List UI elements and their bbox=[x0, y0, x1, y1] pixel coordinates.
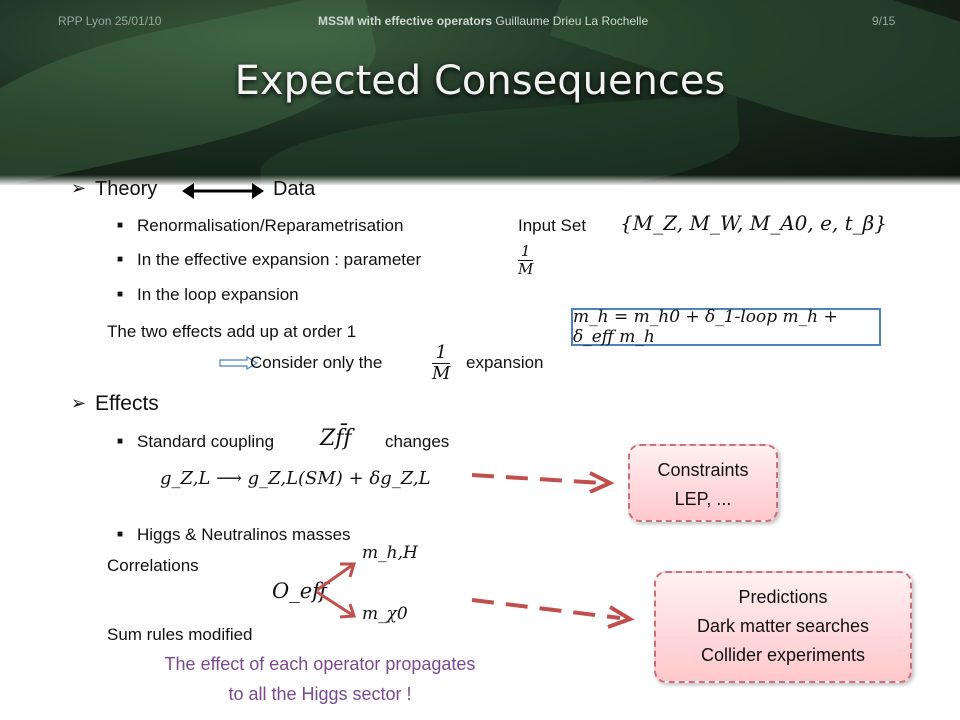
fraction-denominator: M bbox=[518, 260, 534, 278]
dashed-arrow-icon bbox=[471, 598, 635, 629]
consider-text: Consider only the bbox=[250, 353, 383, 372]
talk-info: MSSM with effective operators Guillaume … bbox=[318, 14, 648, 28]
predictions-line: Dark matter searches bbox=[696, 616, 870, 636]
propagates-line-1: The effect of each operator propagates bbox=[164, 654, 476, 674]
predictions-line: Collider experiments bbox=[700, 645, 866, 665]
coupling-formula: g_Z,L ⟶ g_Z,L(SM) + δg_Z,L bbox=[160, 468, 431, 489]
one-over-m-fraction: 1 M bbox=[518, 242, 534, 278]
input-set-label: Input Set bbox=[518, 216, 587, 235]
slide-title: Expected Consequences bbox=[234, 58, 726, 104]
constraints-box: Constraints LEP, ... bbox=[628, 444, 778, 522]
slide-header: RPP Lyon 25/01/10 MSSM with effective op… bbox=[0, 0, 960, 185]
expansion-text: expansion bbox=[466, 353, 544, 372]
higgs-text: Higgs & Neutralinos masses bbox=[137, 525, 351, 544]
predictions-box: Predictions Dark matter searches Collide… bbox=[654, 571, 912, 683]
one-over-m-fraction-large: 1 M bbox=[432, 342, 451, 384]
constraints-line: LEP, ... bbox=[674, 489, 732, 509]
effective-expansion-text: In the effective expansion : parameter bbox=[137, 250, 422, 269]
add-up-text: The two effects add up at order 1 bbox=[107, 322, 357, 341]
fraction-numerator: 1 bbox=[520, 242, 531, 260]
page-number: 9/15 bbox=[872, 14, 896, 28]
changes-text: changes bbox=[385, 432, 450, 451]
correlations-text: Correlations bbox=[107, 556, 199, 575]
standard-coupling-text: Standard coupling bbox=[137, 432, 275, 451]
mass-formula-box: m_h = m_h0 + δ_1-loop m_h + δ_eff m_h bbox=[571, 307, 881, 347]
author: Guillaume Drieu La Rochelle bbox=[495, 14, 649, 28]
mass-formula: m_h = m_h0 + δ_1-loop m_h + δ_eff m_h bbox=[573, 307, 838, 347]
square-bullet-icon: ■ bbox=[117, 254, 124, 265]
fraction-denominator: M bbox=[432, 363, 451, 384]
predictions-line: Predictions bbox=[738, 587, 828, 607]
event-label: RPP Lyon 25/01/10 bbox=[58, 14, 162, 28]
square-bullet-icon: ■ bbox=[117, 220, 124, 231]
fraction-numerator: 1 bbox=[435, 342, 447, 363]
square-bullet-icon: ■ bbox=[117, 289, 124, 300]
input-set-formula: {M_Z, M_W, M_A0, e, t_β} bbox=[620, 211, 887, 235]
coupling-operator: Zf̄f bbox=[320, 426, 352, 451]
square-bullet-icon: ■ bbox=[117, 436, 124, 447]
fraction-bar bbox=[518, 260, 534, 261]
constraints-line: Constraints bbox=[657, 460, 749, 480]
arrow-bullet-icon: ➢ bbox=[71, 393, 87, 413]
dashed-arrow-icon bbox=[471, 471, 615, 493]
talk-title: MSSM with effective operators bbox=[318, 14, 493, 28]
fraction-bar bbox=[432, 363, 451, 364]
mchi-label: m_χ0 bbox=[362, 604, 408, 624]
sum-rules-text: Sum rules modified bbox=[107, 625, 253, 644]
square-bullet-icon: ■ bbox=[117, 529, 124, 540]
mhH-label: m_h,H bbox=[362, 543, 418, 563]
double-arrow-icon bbox=[182, 183, 264, 199]
renorm-text: Renormalisation/Reparametrisation bbox=[137, 216, 404, 235]
effects-heading: Effects bbox=[95, 392, 159, 415]
theory-label: Theory bbox=[95, 178, 158, 200]
hollow-arrow-icon bbox=[219, 356, 259, 370]
propagates-line-2: to all the Higgs sector ! bbox=[228, 684, 412, 704]
data-label: Data bbox=[273, 178, 316, 200]
leaf-decoration bbox=[257, 93, 743, 185]
arrow-bullet-icon: ➢ bbox=[71, 178, 87, 198]
split-arrows-icon bbox=[316, 562, 357, 619]
loop-expansion-text: In the loop expansion bbox=[137, 285, 299, 304]
